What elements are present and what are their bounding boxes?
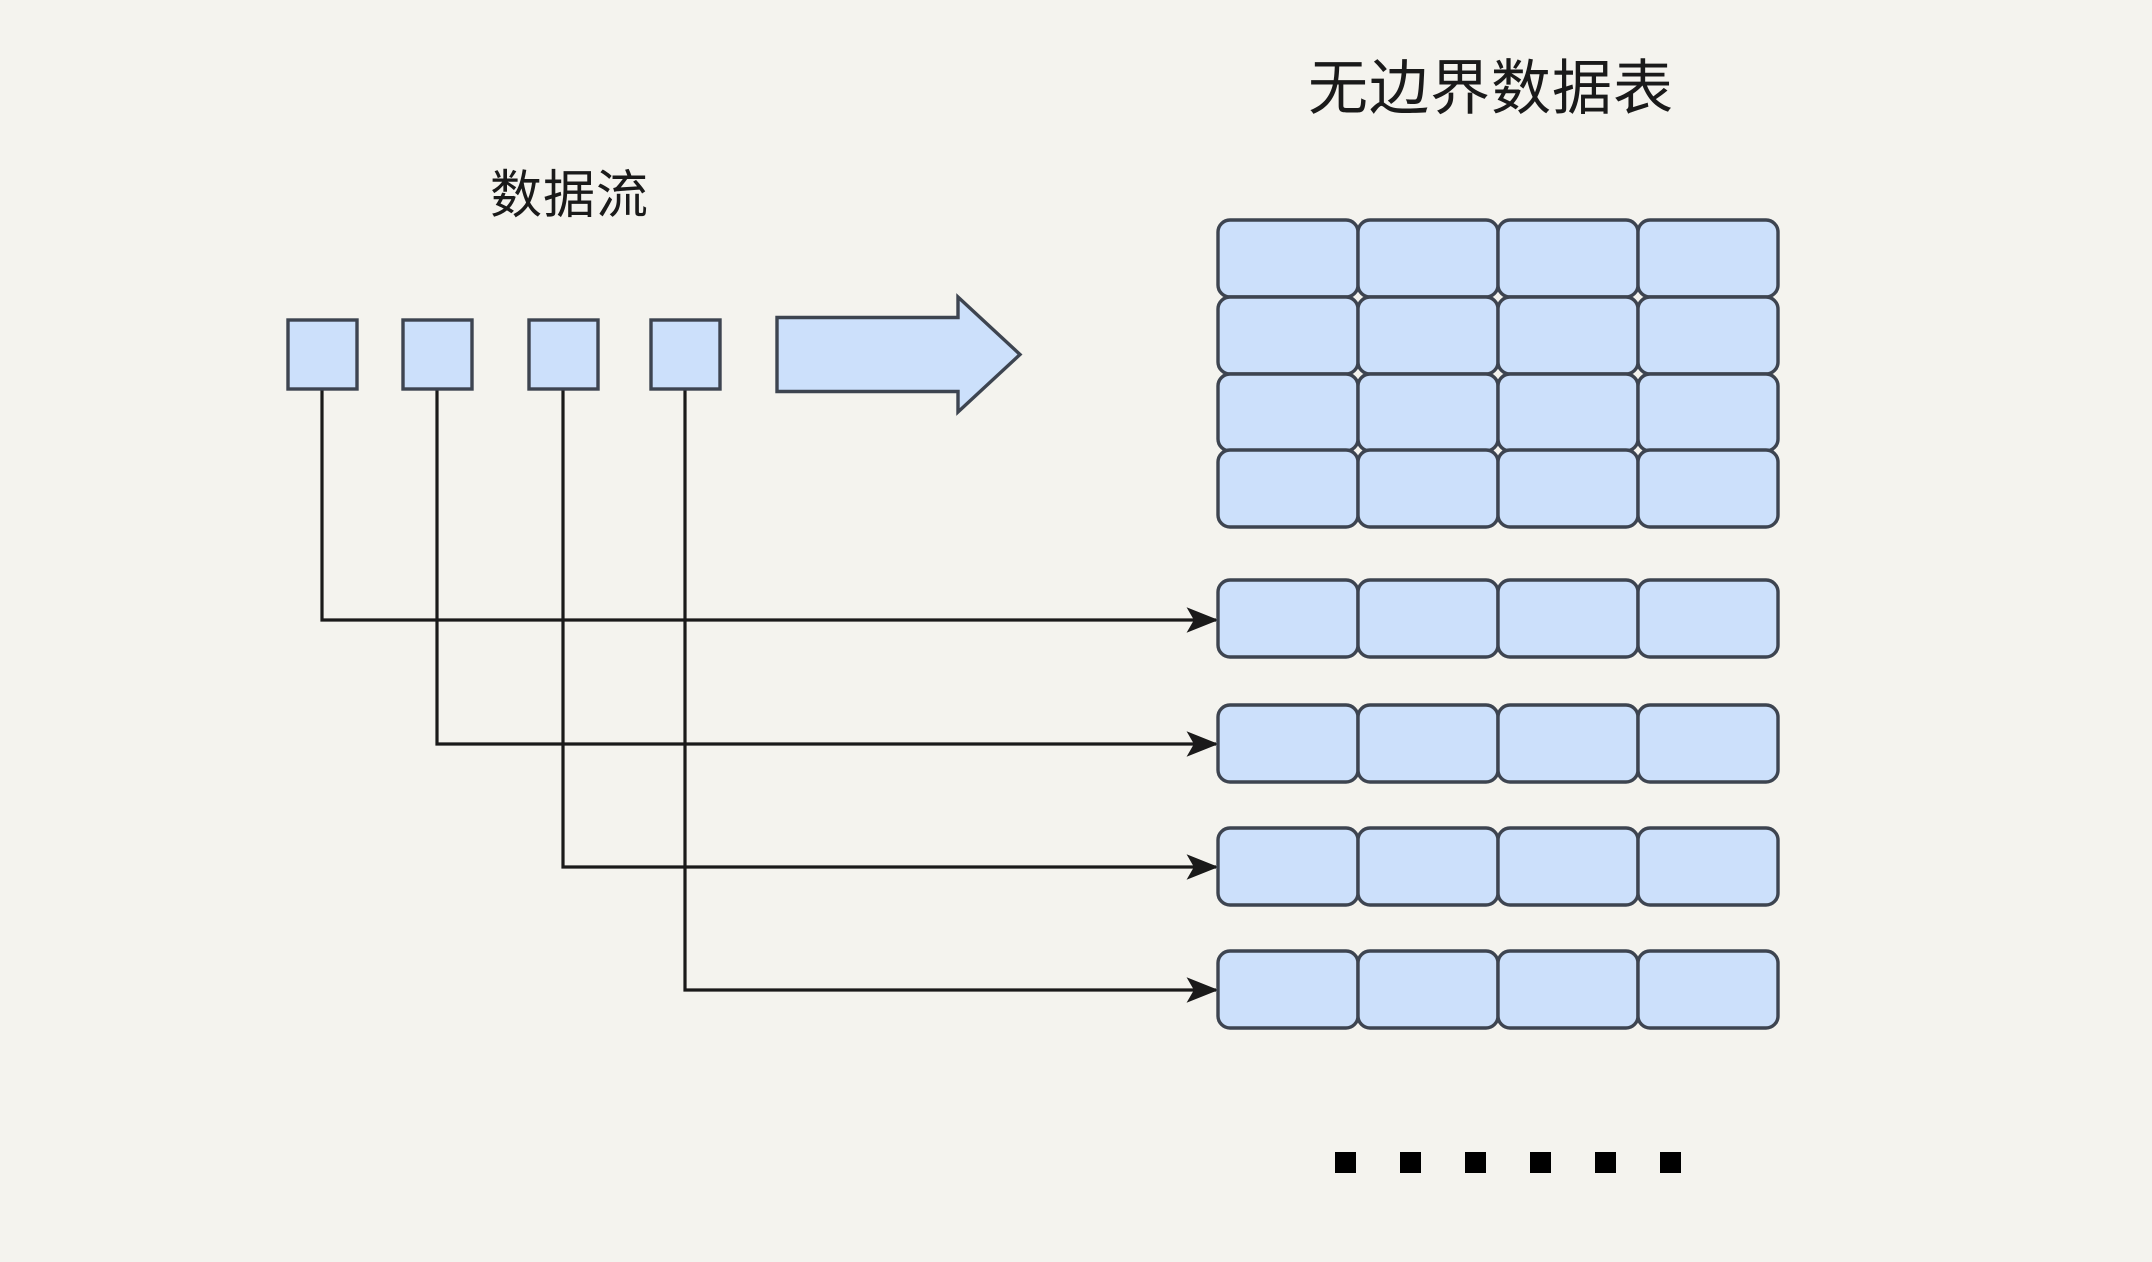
stream-row-3-cell-4[interactable] xyxy=(1636,826,1780,907)
stream-row-4-cell-4[interactable] xyxy=(1636,949,1780,1030)
page-title: 无边界数据表 xyxy=(1308,55,1674,122)
ellipsis-dot-4 xyxy=(1530,1152,1551,1173)
stream-row-3-cell-2[interactable] xyxy=(1356,826,1500,907)
continuation-ellipsis xyxy=(1335,1152,1681,1173)
stream-row-2-cell-3[interactable] xyxy=(1496,703,1640,784)
table-cell-r1c3[interactable] xyxy=(1496,218,1640,299)
stream-row-1-cell-4[interactable] xyxy=(1636,578,1780,659)
table-cell-r2c4[interactable] xyxy=(1636,295,1780,376)
table-cell-r4c4[interactable] xyxy=(1636,448,1780,529)
connector-line-2 xyxy=(435,389,1219,757)
stream-elements-group xyxy=(286,318,722,391)
table-cell-r3c3[interactable] xyxy=(1496,372,1640,453)
stream-row-2-cell-2[interactable] xyxy=(1356,703,1500,784)
flow-arrow-shape xyxy=(775,293,1023,416)
ellipsis-dot-1 xyxy=(1335,1152,1356,1173)
connector-group xyxy=(320,389,1219,1003)
connector-line-3 xyxy=(561,389,1219,880)
stream-row-3-cell-3[interactable] xyxy=(1496,826,1640,907)
table-cell-r4c2[interactable] xyxy=(1356,448,1500,529)
stream-row-3-cell-1[interactable] xyxy=(1216,826,1360,907)
connector-line-4 xyxy=(683,389,1219,1003)
stream-element-1[interactable] xyxy=(286,318,359,391)
table-cell-r3c2[interactable] xyxy=(1356,372,1500,453)
stream-row-1-cell-2[interactable] xyxy=(1356,578,1500,659)
stream-label: 数据流 xyxy=(490,167,650,225)
stream-row-2-cell-4[interactable] xyxy=(1636,703,1780,784)
ellipsis-dot-6 xyxy=(1660,1152,1681,1173)
connector-line-1 xyxy=(320,389,1219,633)
ellipsis-dot-2 xyxy=(1400,1152,1421,1173)
ellipsis-dot-3 xyxy=(1465,1152,1486,1173)
table-cell-r1c1[interactable] xyxy=(1216,218,1360,299)
table-cell-r1c2[interactable] xyxy=(1356,218,1500,299)
table-cell-r3c4[interactable] xyxy=(1636,372,1780,453)
table-cell-r3c1[interactable] xyxy=(1216,372,1360,453)
stream-row-1-cell-1[interactable] xyxy=(1216,578,1360,659)
stream-element-2[interactable] xyxy=(401,318,474,391)
stream-element-4[interactable] xyxy=(649,318,722,391)
table-cell-r4c1[interactable] xyxy=(1216,448,1360,529)
table-block-initial xyxy=(1216,218,1780,529)
flow-direction-arrow xyxy=(775,293,1023,416)
stream-element-3[interactable] xyxy=(527,318,600,391)
table-cell-r2c1[interactable] xyxy=(1216,295,1360,376)
table-streaming-rows xyxy=(1216,578,1780,1030)
stream-row-4-cell-2[interactable] xyxy=(1356,949,1500,1030)
ellipsis-dot-5 xyxy=(1595,1152,1616,1173)
stream-row-2-cell-1[interactable] xyxy=(1216,703,1360,784)
stream-row-1-cell-3[interactable] xyxy=(1496,578,1640,659)
stream-row-4-cell-3[interactable] xyxy=(1496,949,1640,1030)
table-cell-r1c4[interactable] xyxy=(1636,218,1780,299)
table-cell-r4c3[interactable] xyxy=(1496,448,1640,529)
table-cell-r2c3[interactable] xyxy=(1496,295,1640,376)
table-cell-r2c2[interactable] xyxy=(1356,295,1500,376)
stream-row-4-cell-1[interactable] xyxy=(1216,949,1360,1030)
